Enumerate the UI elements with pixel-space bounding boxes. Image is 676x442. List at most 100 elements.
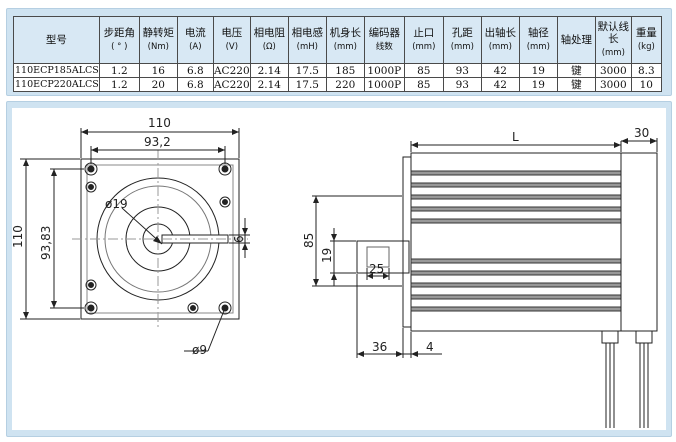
column-header-unit: (mm): [450, 42, 474, 52]
side-view: [312, 138, 658, 428]
column-header: 电流 (A): [176, 16, 214, 64]
dim-flange-thickness: 4: [426, 340, 434, 354]
dim-hole-dia: ø9: [192, 343, 207, 357]
motor-body: [410, 152, 622, 332]
table-cell: 220: [325, 77, 365, 92]
spec-table: 型号步距角( ° )静转矩(Nm)电流(A)电压(V)相电阻(Ω)相电感(mH)…: [13, 16, 662, 92]
table-cell: AC220: [212, 77, 251, 92]
encoder-cap: [620, 152, 658, 332]
drawing-svg: 110 93,2 110 93,83 ø19 6 ø9 L 30 85 19 2…: [11, 116, 658, 428]
table-cell: 1.2: [98, 63, 140, 78]
column-header: 出轴长 (mm): [480, 16, 520, 64]
dim-body-length: L: [512, 130, 519, 144]
table-cell: 185: [325, 63, 365, 78]
table-cell: 1000P: [363, 77, 405, 92]
table-cell: 6.8: [176, 77, 214, 92]
dim-connector: 30: [634, 126, 649, 140]
table-cell: 2.14: [249, 77, 289, 92]
side-key: [366, 246, 390, 268]
column-header-label: 电压: [221, 27, 243, 39]
column-header-label: 机身长: [329, 27, 362, 39]
table-cell: 17.5: [287, 77, 327, 92]
cable-gland-1: [601, 330, 619, 344]
drawing-panel: 110 93,2 110 93,83 ø19 6 ø9 L 30 85 19 2…: [6, 101, 672, 437]
column-header: 轴处理: [556, 16, 596, 64]
column-header-unit: (kg): [637, 42, 655, 52]
column-header-label: 重量: [635, 27, 657, 39]
table-cell: 16: [138, 63, 178, 78]
dim-shaft-length: 36: [372, 340, 387, 354]
column-header: 相电感 (mH): [287, 16, 327, 64]
table-cell: 1000P: [363, 63, 405, 78]
dim-front-hole-spacing-v: 93,83: [39, 226, 53, 260]
table-cell: 93: [442, 77, 482, 92]
table-cell: 6.8: [176, 63, 214, 78]
column-header-unit: (mm): [526, 42, 550, 52]
table-cell: 17.5: [287, 63, 327, 78]
table-header-row: 型号步距角( ° )静转矩(Nm)电流(A)电压(V)相电阻(Ω)相电感(mH)…: [13, 16, 662, 64]
table-cell: 42: [480, 77, 520, 92]
column-header: 轴径 (mm): [518, 16, 558, 64]
table-cell: AC220: [212, 63, 251, 78]
mounting-holes: [84, 162, 232, 315]
dim-pilot: 85: [302, 233, 316, 248]
column-header-label: 静转矩: [142, 27, 175, 39]
table-cell: 1.2: [98, 77, 140, 92]
table-cell: 10: [630, 77, 662, 92]
column-header-label: 孔距: [451, 27, 473, 39]
column-header: 止口 (mm): [403, 16, 444, 64]
column-header-label: 型号: [45, 34, 67, 46]
column-header: 孔距 (mm): [442, 16, 482, 64]
column-header-unit: (mm): [412, 42, 436, 52]
column-header-unit: (mH): [296, 42, 318, 52]
column-header: 电压(V): [212, 16, 251, 64]
column-header-label: 轴处理: [560, 34, 593, 46]
dim-key-length: 25: [369, 262, 384, 276]
column-header-label: 电流: [184, 27, 206, 39]
column-header: 默认线长 (mm): [594, 16, 632, 64]
table-cell: 3000: [594, 63, 632, 78]
column-header-label: 编码器: [368, 27, 401, 39]
column-header-unit: (mm): [488, 42, 512, 52]
dim-key-width: 6: [232, 235, 246, 243]
model-cell: 110ECP185ALCS: [13, 63, 100, 78]
column-header-unit: ( ° ): [111, 42, 128, 52]
table-cell: 8.3: [630, 63, 662, 78]
dim-front-hole-spacing: 93,2: [144, 135, 171, 149]
column-header-label: 轴径: [527, 27, 549, 39]
dimension-arrows: [23, 129, 657, 357]
table-cell: 2.14: [249, 63, 289, 78]
column-header-unit: (mm): [333, 42, 357, 52]
cable-gland-2: [635, 330, 653, 344]
technical-drawing: 110 93,2 110 93,83 ø19 6 ø9 L 30 85 19 2…: [11, 108, 666, 430]
table-cell: 20: [138, 77, 178, 92]
dim-boss-dia: ø19: [105, 197, 128, 211]
column-header: 步距角 ( ° ): [98, 16, 140, 64]
table-cell: 85: [403, 77, 444, 92]
spec-table-panel: 型号步距角( ° )静转矩(Nm)电流(A)电压(V)相电阻(Ω)相电感(mH)…: [6, 8, 672, 96]
table-cell: 3000: [594, 77, 632, 92]
table-cell: 42: [480, 63, 520, 78]
dim-front-height: 110: [12, 225, 25, 248]
column-header: 重量 (kg): [630, 16, 662, 64]
column-header-unit: (mm): [601, 48, 625, 58]
column-header-label: 步距角: [103, 27, 136, 39]
column-header-label: 相电阻: [253, 27, 286, 39]
column-header: 编码器线数: [363, 16, 405, 64]
table-cell: 93: [442, 63, 482, 78]
table-cell: 19: [518, 63, 558, 78]
column-header-label: 相电感: [291, 27, 324, 39]
side-flange: [402, 156, 412, 328]
column-header-label: 出轴长: [484, 27, 517, 39]
table-cell: 键: [556, 63, 596, 78]
dim-front-width: 110: [148, 116, 171, 130]
dim-shaft-dia: 19: [320, 248, 334, 263]
model-cell: 110ECP220ALCS: [13, 77, 100, 92]
column-header-label: 止口: [413, 27, 435, 39]
column-header-unit: (Ω): [262, 42, 276, 52]
column-header-label: 默认线长: [597, 21, 630, 45]
front-view: [20, 128, 250, 352]
column-header-unit: (A): [189, 42, 202, 52]
